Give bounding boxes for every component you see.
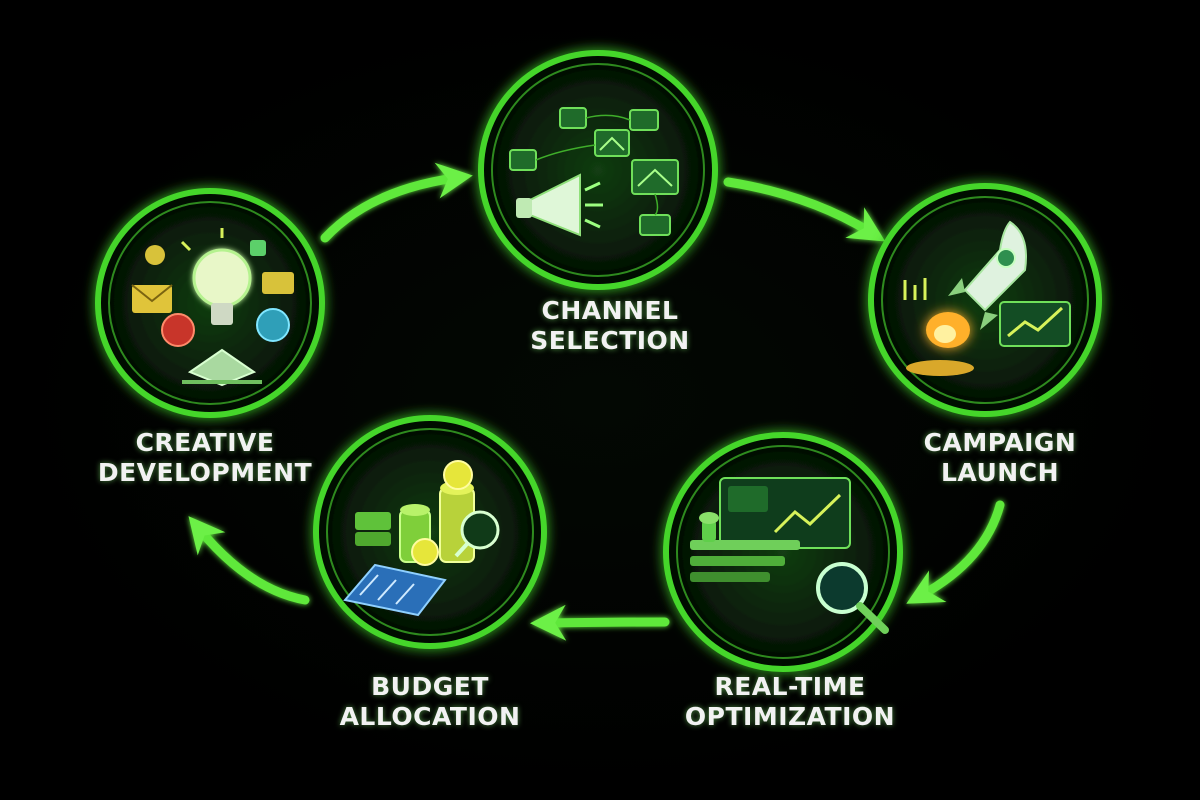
magnifier-chart-icon bbox=[816, 562, 889, 634]
dashboard-screen-icon bbox=[690, 477, 851, 582]
label-line-2: OPTIMIZATION bbox=[684, 702, 896, 731]
arrow-realtime-to-budget bbox=[530, 604, 670, 641]
label-line-2: LAUNCH bbox=[940, 458, 1059, 487]
plant-icon bbox=[699, 512, 719, 542]
stage-real-time-optimization bbox=[663, 432, 903, 672]
label-creative-development: CREATIVE DEVELOPMENT bbox=[70, 428, 340, 488]
chart-screen-icon bbox=[903, 278, 1071, 347]
arrow-budget-to-creative bbox=[188, 516, 310, 605]
label-line-2: SELECTION bbox=[530, 326, 690, 355]
label-line-1: CREATIVE bbox=[135, 428, 275, 457]
arrow-creative-to-channel bbox=[320, 162, 473, 243]
envelope-icon bbox=[131, 272, 294, 313]
label-line-1: CAMPAIGN bbox=[923, 428, 1077, 457]
label-line-1: CHANNEL bbox=[541, 296, 679, 325]
label-real-time-optimization: REAL-TIME OPTIMIZATION bbox=[650, 672, 930, 732]
stage-campaign-launch bbox=[868, 183, 1102, 417]
flow-arrows bbox=[188, 162, 1005, 641]
label-channel-selection: CHANNEL SELECTION bbox=[490, 296, 730, 356]
tablet-icon bbox=[343, 563, 447, 617]
label-line-1: BUDGET bbox=[371, 672, 489, 701]
connector-dots bbox=[535, 114, 659, 216]
stage-channel-selection bbox=[478, 50, 718, 290]
label-campaign-launch: CAMPAIGN LAUNCH bbox=[885, 428, 1115, 488]
label-budget-allocation: BUDGET ALLOCATION bbox=[300, 672, 560, 732]
lightbulb-icon bbox=[180, 228, 264, 325]
megaphone-icon bbox=[516, 173, 603, 237]
stage-creative-development bbox=[95, 188, 325, 418]
rocket-icon bbox=[906, 220, 1027, 376]
label-line-2: DEVELOPMENT bbox=[97, 458, 313, 487]
label-line-1: REAL-TIME bbox=[714, 672, 866, 701]
stage-budget-allocation bbox=[313, 415, 547, 649]
idea-badges bbox=[145, 240, 290, 347]
label-line-2: ALLOCATION bbox=[339, 702, 521, 731]
arrow-channel-to-campaign bbox=[723, 177, 886, 242]
magnifier-icon bbox=[454, 510, 500, 558]
arrow-campaign-to-realtime bbox=[906, 500, 1005, 604]
pedestal-icon bbox=[182, 348, 262, 387]
